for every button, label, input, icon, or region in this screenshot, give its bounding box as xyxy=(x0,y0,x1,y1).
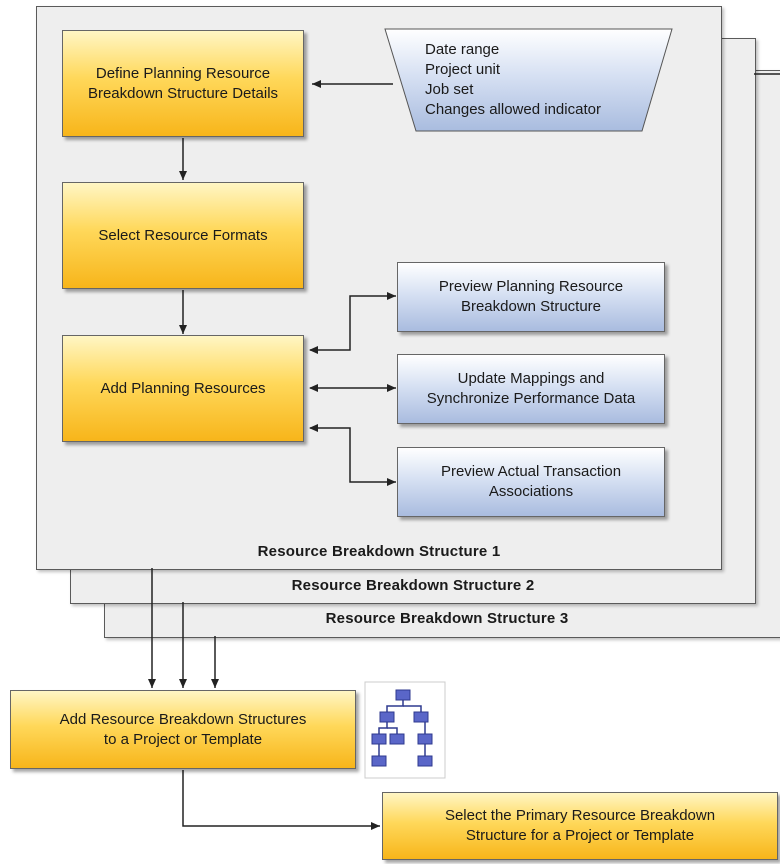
input-project-unit: Project unit xyxy=(425,61,501,78)
update-mappings-line-1: Update Mappings and xyxy=(457,370,605,387)
define-details-line-2: Breakdown Structure Details xyxy=(87,84,279,102)
input-date-range: Date range xyxy=(425,41,500,58)
preview-actual-line-1: Preview Actual Transaction xyxy=(440,463,622,480)
select-primary-line-1: Select the Primary Resource Breakdown xyxy=(444,807,716,824)
inputs-trapezoid xyxy=(384,28,673,132)
preview-actual-line-2: Associations xyxy=(488,483,574,500)
select-primary-rbs-box: Select the Primary Resource Breakdown St… xyxy=(382,792,778,860)
add-rbs-to-project-box: Add Resource Breakdown Structures to a P… xyxy=(10,690,356,769)
preview-rbs-line-1: Preview Planning Resource xyxy=(438,278,624,295)
panel-rbs-1-label: Resource Breakdown Structure 1 xyxy=(257,543,501,560)
select-formats-label: Select Resource Formats xyxy=(98,226,268,244)
update-mappings-box: Update Mappings and Synchronize Performa… xyxy=(397,354,665,424)
panel-rbs-2-label: Resource Breakdown Structure 2 xyxy=(291,577,535,594)
select-formats-box: Select Resource Formats xyxy=(62,182,304,289)
panel-rbs-3-label: Resource Breakdown Structure 3 xyxy=(325,610,569,627)
select-primary-line-2: Structure for a Project or Template xyxy=(465,827,695,844)
add-rbs-line-2: to a Project or Template xyxy=(103,730,263,748)
add-planning-resources-box: Add Planning Resources xyxy=(62,335,304,442)
input-changes-allowed: Changes allowed indicator xyxy=(425,101,601,118)
preview-rbs-box: Preview Planning Resource Breakdown Stru… xyxy=(397,262,665,332)
define-details-box: Define Planning Resource Breakdown Struc… xyxy=(62,30,304,137)
update-mappings-line-2: Synchronize Performance Data xyxy=(426,390,636,407)
input-job-set: Job set xyxy=(425,81,474,98)
preview-rbs-line-2: Breakdown Structure xyxy=(460,298,602,315)
add-planning-resources-label: Add Planning Resources xyxy=(100,379,266,397)
inputs-list: Date range Project unit Job set Changes … xyxy=(425,40,601,120)
add-rbs-line-1: Add Resource Breakdown Structures xyxy=(59,710,307,728)
define-details-line-1: Define Planning Resource xyxy=(95,64,271,82)
preview-actual-box: Preview Actual Transaction Associations xyxy=(397,447,665,517)
